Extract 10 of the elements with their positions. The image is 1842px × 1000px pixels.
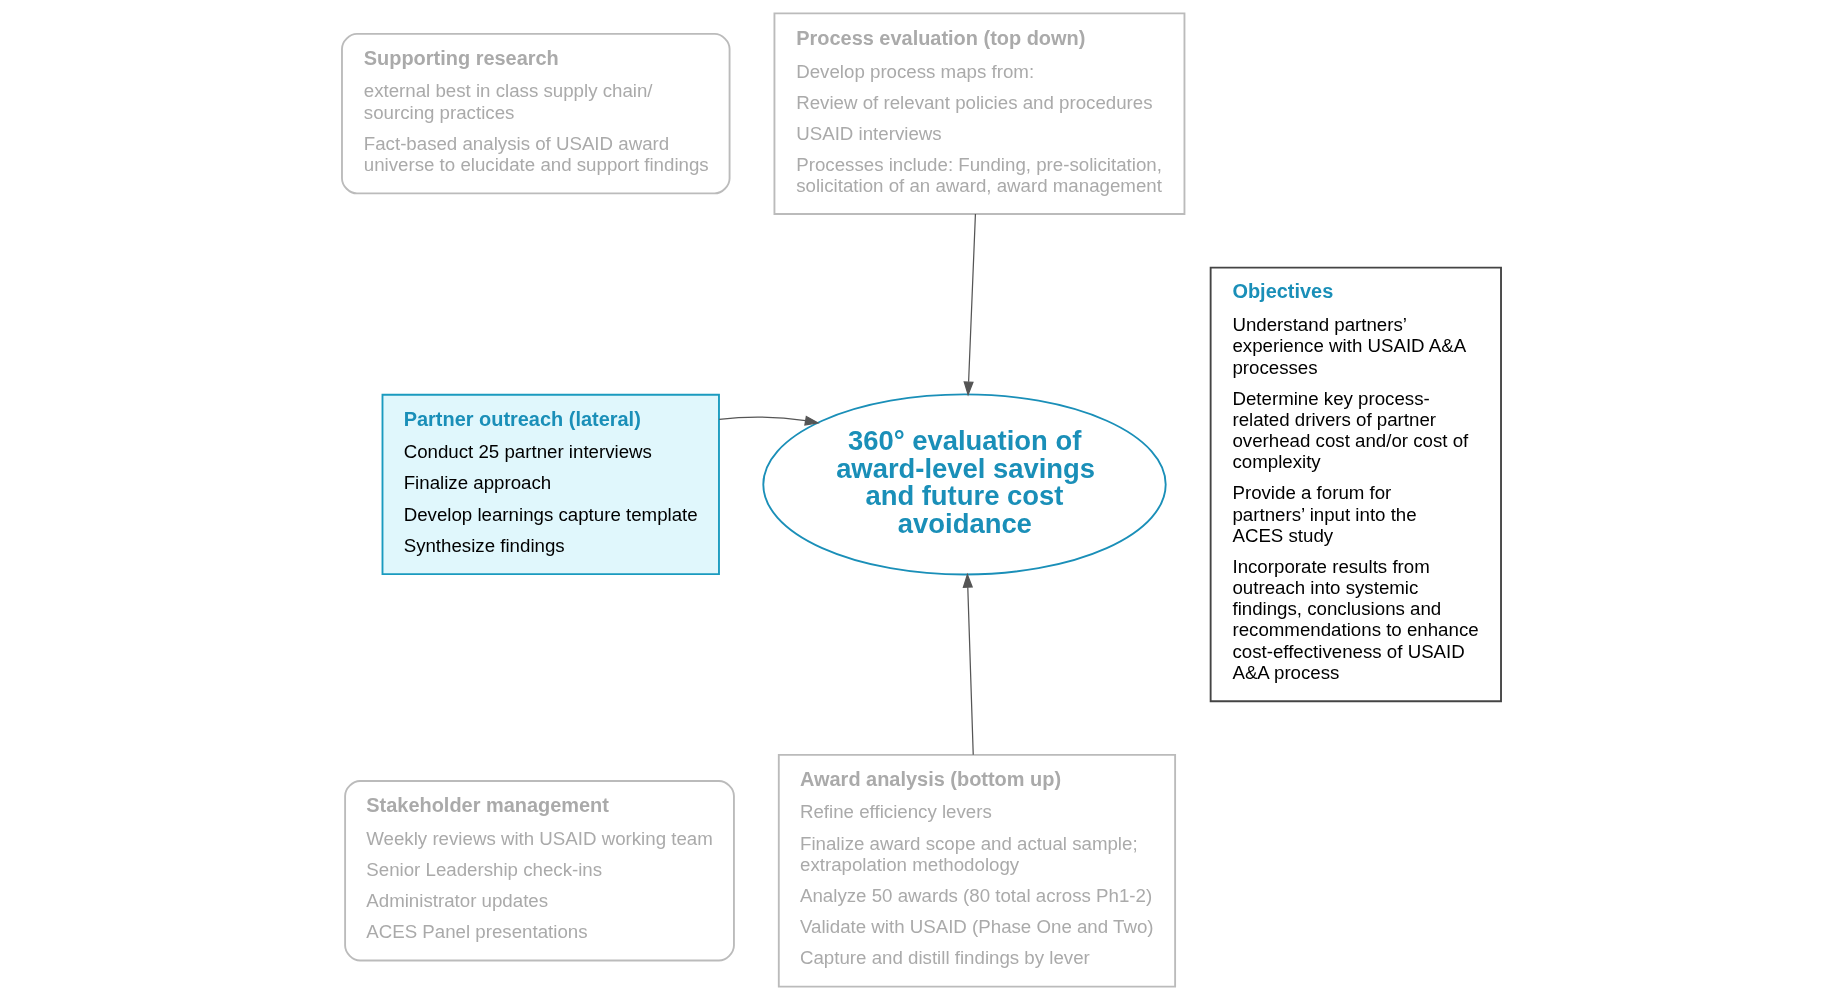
node-box: Supporting research external best in class supply chain/ sourcing practices Fact-based analysis of USAID award universe to elucidate and support findings [340,32,730,195]
node-box: Process evaluation (top down) Develop process maps from: Review of relevant policies and procedures USAID interviews Processes include: Funding, pre-solicitation, solicitation of an award, award management [773,12,1185,215]
node-box: Stakeholder management Weekly reviews with USAID working team Senior Leadership check-ins Administrator updates ACES Panel presentations [343,780,735,962]
node-box: Award analysis (bottom up) Refine efficiency levers Finalize award scope and actual sample; extrapolation methodology Analyze 50 awards (80 total across Ph1-2) Validate with USAID (Phase One and Two) Capture and distill findings by lever [777,753,1176,988]
node-ellipse: 360° evaluation of award-level savings and future cost avoidance [761,393,1167,576]
arrow [962,572,974,756]
node-box: Objectives Understand partners’ experience with USAID A&A processes Determine key process-related drivers of partner overhead cost and/or cost of complexity Provide a forum for partners’ input into the ACES study Incorporate results from outreach into systemic findings, conclusions and recommendations to enhance cost-effectiveness of USAID A&A process [1209,266,1502,703]
arrow [718,415,820,426]
node-box: Partner outreach (lateral) Conduct 25 partner interviews Finalize approach Develop learnings capture template Synthesize findings [381,393,720,576]
arrow [962,213,976,397]
